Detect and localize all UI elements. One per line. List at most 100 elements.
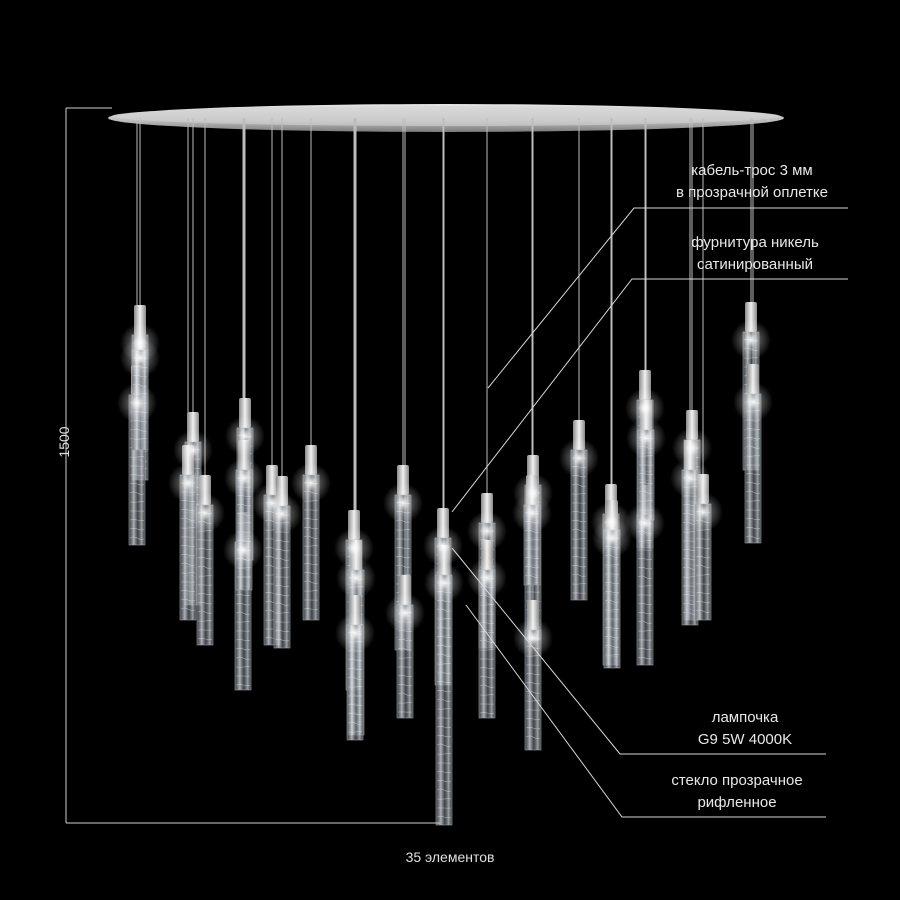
glass-rib [604, 591, 620, 594]
glass-rib [637, 603, 653, 605]
glass-rib [235, 603, 251, 606]
glass-rib [303, 535, 319, 539]
glass-rib [637, 657, 653, 660]
glass-rib [436, 653, 452, 657]
glass-rib [638, 482, 654, 485]
glass-rib [745, 527, 761, 530]
pendant [694, 474, 712, 621]
glass-rib [180, 562, 196, 566]
glass-rib [695, 601, 711, 604]
glass-rib [604, 627, 620, 629]
glass-rib [129, 519, 145, 521]
glass-rib [235, 684, 251, 686]
glass-rib [274, 549, 290, 552]
glass-rib [436, 690, 452, 693]
bulb-glow [672, 428, 712, 468]
glass-rib [604, 636, 620, 639]
glass-rib [745, 482, 761, 485]
bulb-glow [334, 528, 374, 568]
glass-rib [303, 608, 319, 610]
glass-rib [745, 490, 761, 494]
glass-rib [637, 620, 653, 624]
glass-rib [637, 648, 653, 650]
label-bulb: лампочка G9 5W 4000K [660, 707, 830, 751]
bulb-glow [173, 430, 213, 470]
glass-rib [235, 648, 251, 651]
bulb-glow [625, 388, 665, 428]
glass-rib [274, 540, 290, 542]
glass-rib [571, 556, 587, 558]
glass-rib [637, 612, 653, 615]
glass-rib [395, 564, 411, 568]
canopy [108, 104, 784, 132]
glass-rib [274, 630, 290, 632]
glass-rib [274, 594, 290, 597]
glass-rib [479, 667, 495, 669]
glass-rib [303, 572, 319, 575]
bulb-glow [467, 511, 507, 551]
glass-rib [695, 547, 711, 549]
glass-rib [397, 647, 413, 651]
bulb-glow [731, 320, 771, 360]
glass-rib [525, 682, 541, 685]
glass-rib [347, 704, 363, 706]
glass-rib [436, 681, 452, 683]
glass-rib [129, 483, 145, 486]
glass-rib [129, 474, 145, 476]
glass-rib [197, 565, 213, 569]
label-bulb-line1: лампочка [711, 709, 779, 726]
bulb-glow [335, 613, 375, 653]
glass-rib [571, 520, 587, 523]
callout-lines [451, 207, 848, 818]
glass-rib [604, 644, 620, 648]
glass-rib [637, 567, 653, 570]
glass-rib [604, 599, 620, 603]
glass-rib [197, 610, 213, 614]
bulb-glow [336, 558, 376, 598]
glass-rib [395, 547, 411, 549]
glass-rib [479, 631, 495, 634]
glass-rib [197, 593, 213, 595]
glass-rib [397, 684, 413, 687]
glass-rib [436, 780, 452, 783]
glass-rib [397, 692, 413, 696]
glass-rib [571, 565, 587, 568]
glass-rib [695, 564, 711, 568]
glass-rib [571, 528, 587, 532]
callout-glass-line [465, 604, 826, 818]
glass-rib [197, 557, 213, 560]
bulb-glows [117, 320, 773, 658]
height-dimension-label: 1500 [56, 426, 72, 458]
glass-rib [132, 428, 148, 432]
glass-rib [235, 656, 251, 660]
label-cable: кабель-трос 3 мм в прозрачной оплетке [652, 160, 852, 204]
pendant [744, 364, 762, 544]
label-glass-line1: стекло прозрачное [671, 772, 803, 789]
glass-rib [479, 622, 495, 624]
glass-rib [571, 573, 587, 577]
glass-rib [436, 771, 452, 773]
bulb-glow [424, 563, 464, 603]
glass-rib [604, 582, 620, 584]
glass-rib [524, 557, 540, 559]
glass-rib [274, 639, 290, 642]
glass-rib [525, 735, 541, 739]
glass-rib [180, 554, 196, 557]
glass-rib [129, 536, 145, 540]
bulb-glow [262, 494, 302, 534]
glass-rib [303, 563, 319, 565]
glass-rib [395, 556, 411, 559]
glass-rib [197, 602, 213, 605]
glass-rib [695, 609, 711, 613]
glass-rib [197, 548, 213, 550]
glass-rib [479, 684, 495, 688]
glass-rib [397, 675, 413, 677]
glass-rib [197, 638, 213, 640]
label-glass: стекло прозрачное рифленное [642, 770, 832, 814]
glass-rib [571, 483, 587, 487]
glass-rib [745, 535, 761, 539]
bulb-glow [559, 438, 599, 478]
glass-rib [524, 566, 540, 569]
bulb-glow [670, 458, 710, 498]
